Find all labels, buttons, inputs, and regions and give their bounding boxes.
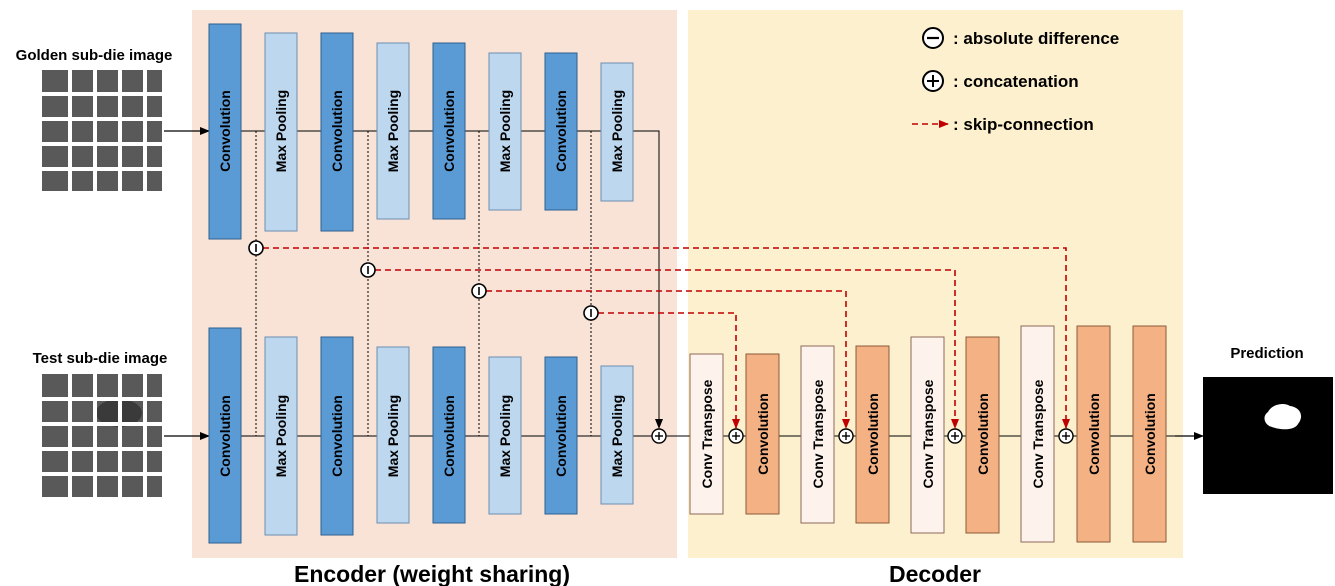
encoder-top-block-5: Convolution xyxy=(432,42,466,220)
svg-text:Convolution: Convolution xyxy=(329,395,345,477)
encoder-top-branch: Convolution Max Pooling Convolution Max … xyxy=(208,23,634,240)
svg-text:Max Pooling: Max Pooling xyxy=(497,90,513,172)
skip-connections xyxy=(263,247,1070,429)
legend-absolute-difference: : absolute difference xyxy=(953,29,1119,48)
svg-text:Convolution: Convolution xyxy=(217,90,233,172)
svg-text:Conv Transpose: Conv Transpose xyxy=(920,379,936,488)
decoder-block-9: Convolution xyxy=(1132,325,1167,543)
encoder-bottom-block-6: Max Pooling xyxy=(488,356,522,515)
svg-text:Convolution: Convolution xyxy=(553,90,569,172)
encoder-top-block-8: Max Pooling xyxy=(600,62,634,202)
concat-node-bottleneck xyxy=(651,428,667,444)
golden-image-label: Golden sub-die image xyxy=(16,47,173,64)
encoder-bottom-block-5: Convolution xyxy=(432,346,466,524)
svg-text:Convolution: Convolution xyxy=(217,395,233,477)
decoder-block-7: Conv Transpose xyxy=(1020,325,1055,543)
concat-node-3 xyxy=(947,428,963,444)
difference-node-1 xyxy=(248,240,264,256)
svg-text:Convolution: Convolution xyxy=(1142,393,1158,475)
svg-text:Convolution: Convolution xyxy=(441,395,457,477)
decoder-title: Decoder xyxy=(889,561,981,586)
decoder-branch: Conv Transpose Convolution Conv Transpos… xyxy=(689,325,1167,543)
concat-nodes xyxy=(651,428,1074,444)
decoder-block-3: Conv Transpose xyxy=(800,345,835,524)
concat-node-1 xyxy=(728,428,744,444)
svg-text:Convolution: Convolution xyxy=(1086,393,1102,475)
legend: : absolute difference : concatenation : … xyxy=(912,27,1119,134)
svg-text:Max Pooling: Max Pooling xyxy=(385,395,401,477)
decoder-block-6: Convolution xyxy=(965,336,1000,534)
encoder-top-block-3: Convolution xyxy=(320,32,354,232)
encoder-top-block-4: Max Pooling xyxy=(376,42,410,220)
encoder-bottom-block-2: Max Pooling xyxy=(264,336,298,536)
legend-concatenation: : concatenation xyxy=(953,72,1079,91)
svg-text:Conv Transpose: Conv Transpose xyxy=(810,379,826,488)
svg-text:Convolution: Convolution xyxy=(865,393,881,475)
svg-text:Max Pooling: Max Pooling xyxy=(609,395,625,477)
encoder-bottom-branch: Convolution Max Pooling Convolution Max … xyxy=(208,327,634,544)
encoder-top-block-1: Convolution xyxy=(208,23,242,240)
skip-connection-3 xyxy=(486,290,850,429)
decoder-block-4: Convolution xyxy=(855,345,890,524)
encoder-title: Encoder (weight sharing) xyxy=(294,561,570,586)
svg-text:Conv Transpose: Conv Transpose xyxy=(1030,379,1046,488)
concat-node-4 xyxy=(1058,428,1074,444)
encoder-bottom-block-8: Max Pooling xyxy=(600,365,634,505)
decoder-block-2: Convolution xyxy=(745,353,780,515)
difference-node-3 xyxy=(471,283,487,299)
encoder-top-block-7: Convolution xyxy=(544,52,578,211)
decoder-block-5: Conv Transpose xyxy=(910,336,945,534)
prediction-image xyxy=(1203,377,1333,494)
svg-text:Max Pooling: Max Pooling xyxy=(609,90,625,172)
svg-text:Max Pooling: Max Pooling xyxy=(497,395,513,477)
svg-text:Convolution: Convolution xyxy=(329,90,345,172)
skip-connection-1 xyxy=(263,247,1070,429)
legend-skip-connection: : skip-connection xyxy=(953,115,1094,134)
encoder-top-block-6: Max Pooling xyxy=(488,52,522,211)
svg-text:Convolution: Convolution xyxy=(975,393,991,475)
svg-text:Convolution: Convolution xyxy=(755,393,771,475)
prediction-label: Prediction xyxy=(1230,345,1303,362)
difference-node-2 xyxy=(360,262,376,278)
encoder-bottom-block-4: Max Pooling xyxy=(376,346,410,524)
encoder-top-block-2: Max Pooling xyxy=(264,32,298,232)
encoder-bottom-block-7: Convolution xyxy=(544,356,578,515)
encoder-bottom-block-1: Convolution xyxy=(208,327,242,544)
difference-node-4 xyxy=(583,305,599,321)
legend-minus-icon xyxy=(922,27,944,49)
decoder-block-8: Convolution xyxy=(1076,325,1111,543)
svg-text:Convolution: Convolution xyxy=(441,90,457,172)
svg-text:Convolution: Convolution xyxy=(553,395,569,477)
decoder-block-1: Conv Transpose xyxy=(689,353,724,515)
svg-text:Conv Transpose: Conv Transpose xyxy=(699,379,715,488)
golden-sub-die-image xyxy=(42,70,162,191)
encoder-bottom-block-3: Convolution xyxy=(320,336,354,536)
legend-plus-icon xyxy=(922,70,944,92)
skip-connection-2 xyxy=(375,269,959,429)
svg-text:Max Pooling: Max Pooling xyxy=(273,90,289,172)
difference-nodes xyxy=(248,240,599,321)
concat-node-2 xyxy=(838,428,854,444)
test-image-label: Test sub-die image xyxy=(33,350,168,367)
svg-text:Max Pooling: Max Pooling xyxy=(385,90,401,172)
test-sub-die-image xyxy=(42,374,162,497)
skip-connection-4 xyxy=(598,312,740,429)
svg-text:Max Pooling: Max Pooling xyxy=(273,395,289,477)
